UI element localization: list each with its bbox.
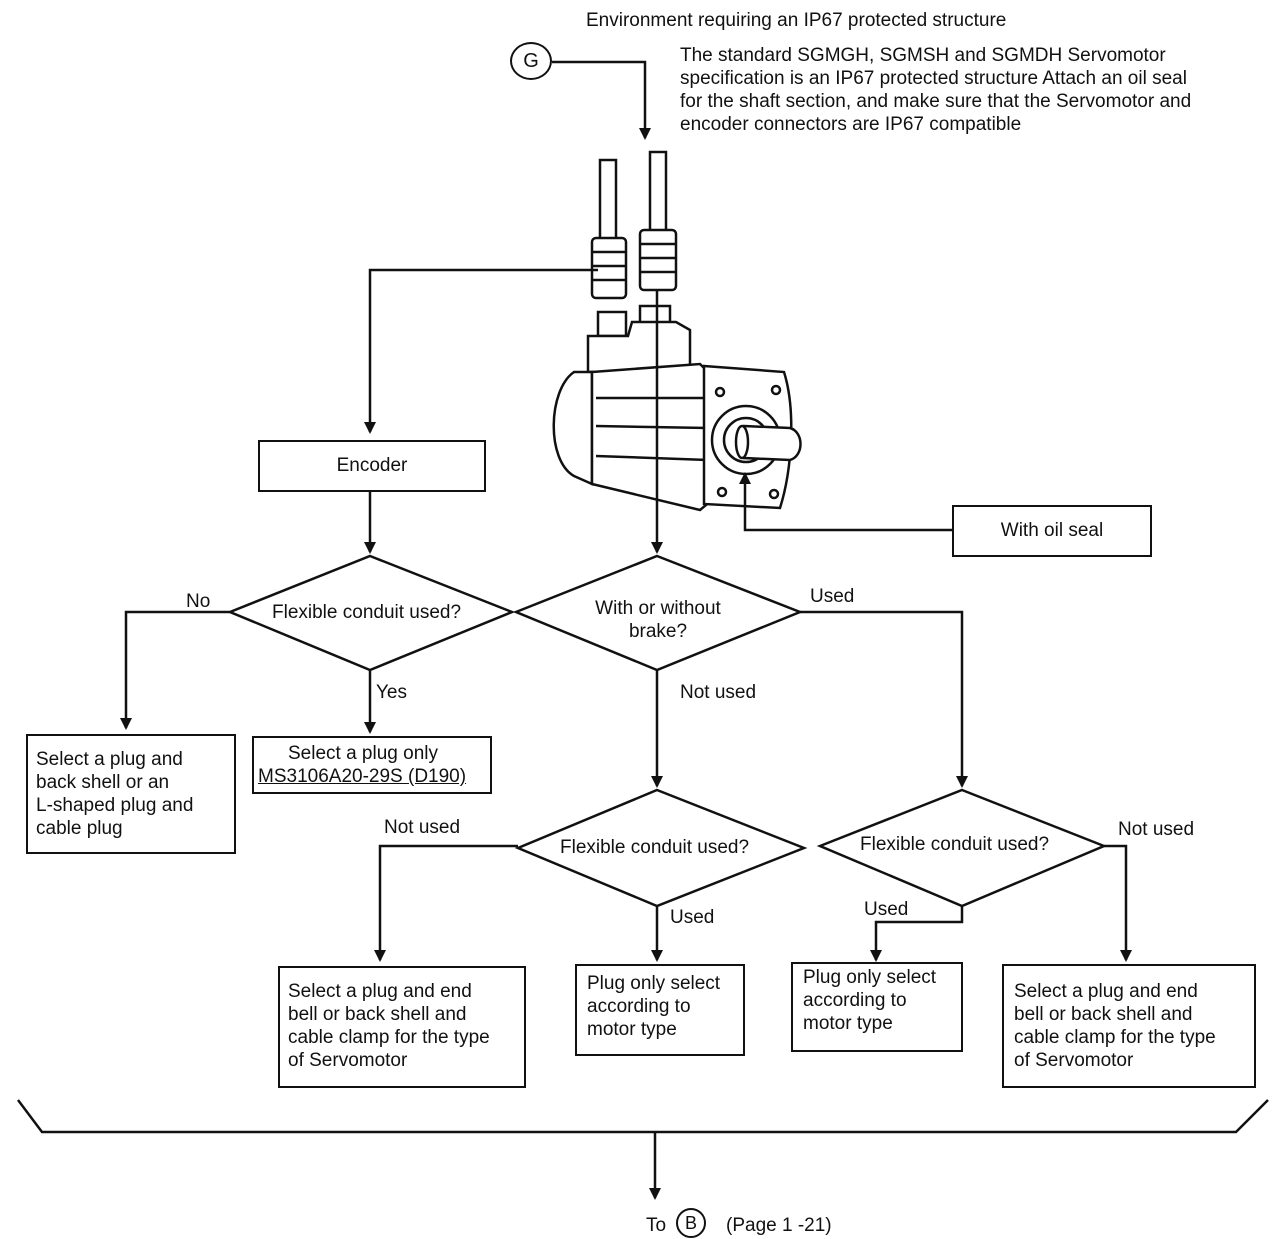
endbell-left-box: Select a plug and end bell or back shell… [278, 966, 526, 1088]
edge-label-brake-used: Used [810, 586, 855, 607]
footer-page-ref: (Page 1 -21) [726, 1215, 832, 1236]
box-line: back shell or an [36, 772, 170, 793]
page-title: Environment requiring an IP67 protected … [586, 10, 1007, 31]
g-marker: G [510, 42, 552, 80]
box-line: bell or back shell and [288, 1004, 467, 1025]
brake-line: With or without [595, 598, 721, 619]
box-line: bell or back shell and [1014, 1004, 1193, 1025]
box-line: Select a plug only [288, 743, 438, 764]
decision-diamonds [226, 554, 1108, 908]
box-line: according to [803, 990, 907, 1011]
box-line: Select a plug and [36, 749, 183, 770]
box-line: Plug only select [803, 967, 937, 988]
box-line: of Servomotor [288, 1050, 408, 1071]
box-line: Plug only select [587, 973, 721, 994]
edge-label-right-used: Used [864, 899, 909, 920]
b-marker: B [676, 1208, 706, 1238]
note-line: for the shaft section, and make sure tha… [680, 91, 1192, 112]
plug-only-ms-box: Select a plug only MS3106A20-29S (D190) [252, 736, 492, 794]
decision-encoder-conduit [226, 554, 516, 672]
footer-to: To [646, 1215, 667, 1236]
edge-label-right-not-used: Not used [1118, 819, 1195, 840]
decision-brake-label: With or without brake? [580, 597, 736, 643]
ip67-note: The standard SGMGH, SGMSH and SGMDH Serv… [680, 44, 1191, 136]
plug-only-right-box: Plug only select according to motor type [791, 962, 963, 1052]
plug-only-left-box: Plug only select according to motor type [575, 964, 745, 1056]
box-line: of Servomotor [1014, 1050, 1134, 1071]
box-line: cable clamp for the type [1014, 1027, 1216, 1048]
decision-conduit-brake [816, 788, 1108, 908]
box-line: cable clamp for the type [288, 1027, 490, 1048]
edge-label-left-not-used: Not used [384, 817, 461, 838]
edge-label-left-used: Used [670, 907, 715, 928]
note-line: encoder connectors are IP67 compatible [680, 114, 1022, 135]
edge-label-yes: Yes [376, 682, 407, 703]
encoder-label: Encoder [336, 455, 408, 476]
part-number: MS3106A20-29S (D190) [258, 766, 467, 787]
decision-conduit-no-brake [514, 788, 808, 908]
flow-lines [17, 60, 1269, 1200]
box-line: according to [587, 996, 691, 1017]
note-line: The standard SGMGH, SGMSH and SGMDH Serv… [680, 45, 1166, 66]
oil-seal-label: With oil seal [1000, 520, 1104, 541]
oil-seal-box: With oil seal [952, 505, 1152, 557]
box-line: Select a plug and end [1014, 981, 1198, 1002]
box-line: L-shaped plug and [36, 795, 194, 816]
box-line: motor type [803, 1013, 893, 1034]
decision-conduit-no-brake-label: Flexible conduit used? [560, 837, 750, 858]
decision-conduit-brake-label: Flexible conduit used? [860, 834, 1050, 855]
box-line: cable plug [36, 818, 123, 839]
box-line: Select a plug and end [288, 981, 472, 1002]
servomotor-illustration [552, 150, 802, 512]
endbell-right-box: Select a plug and end bell or back shell… [1002, 964, 1256, 1088]
edge-label-no: No [186, 591, 211, 612]
plug-backshell-box: Select a plug and back shell or an L-sha… [26, 734, 236, 854]
decision-brake [512, 554, 804, 672]
brake-line: brake? [628, 621, 688, 642]
box-line: motor type [587, 1019, 677, 1040]
encoder-box: Encoder [258, 440, 486, 492]
note-line: specification is an IP67 protected struc… [680, 68, 1187, 89]
edge-label-brake-not-used: Not used [680, 682, 757, 703]
decision-encoder-conduit-label: Flexible conduit used? [272, 602, 462, 623]
